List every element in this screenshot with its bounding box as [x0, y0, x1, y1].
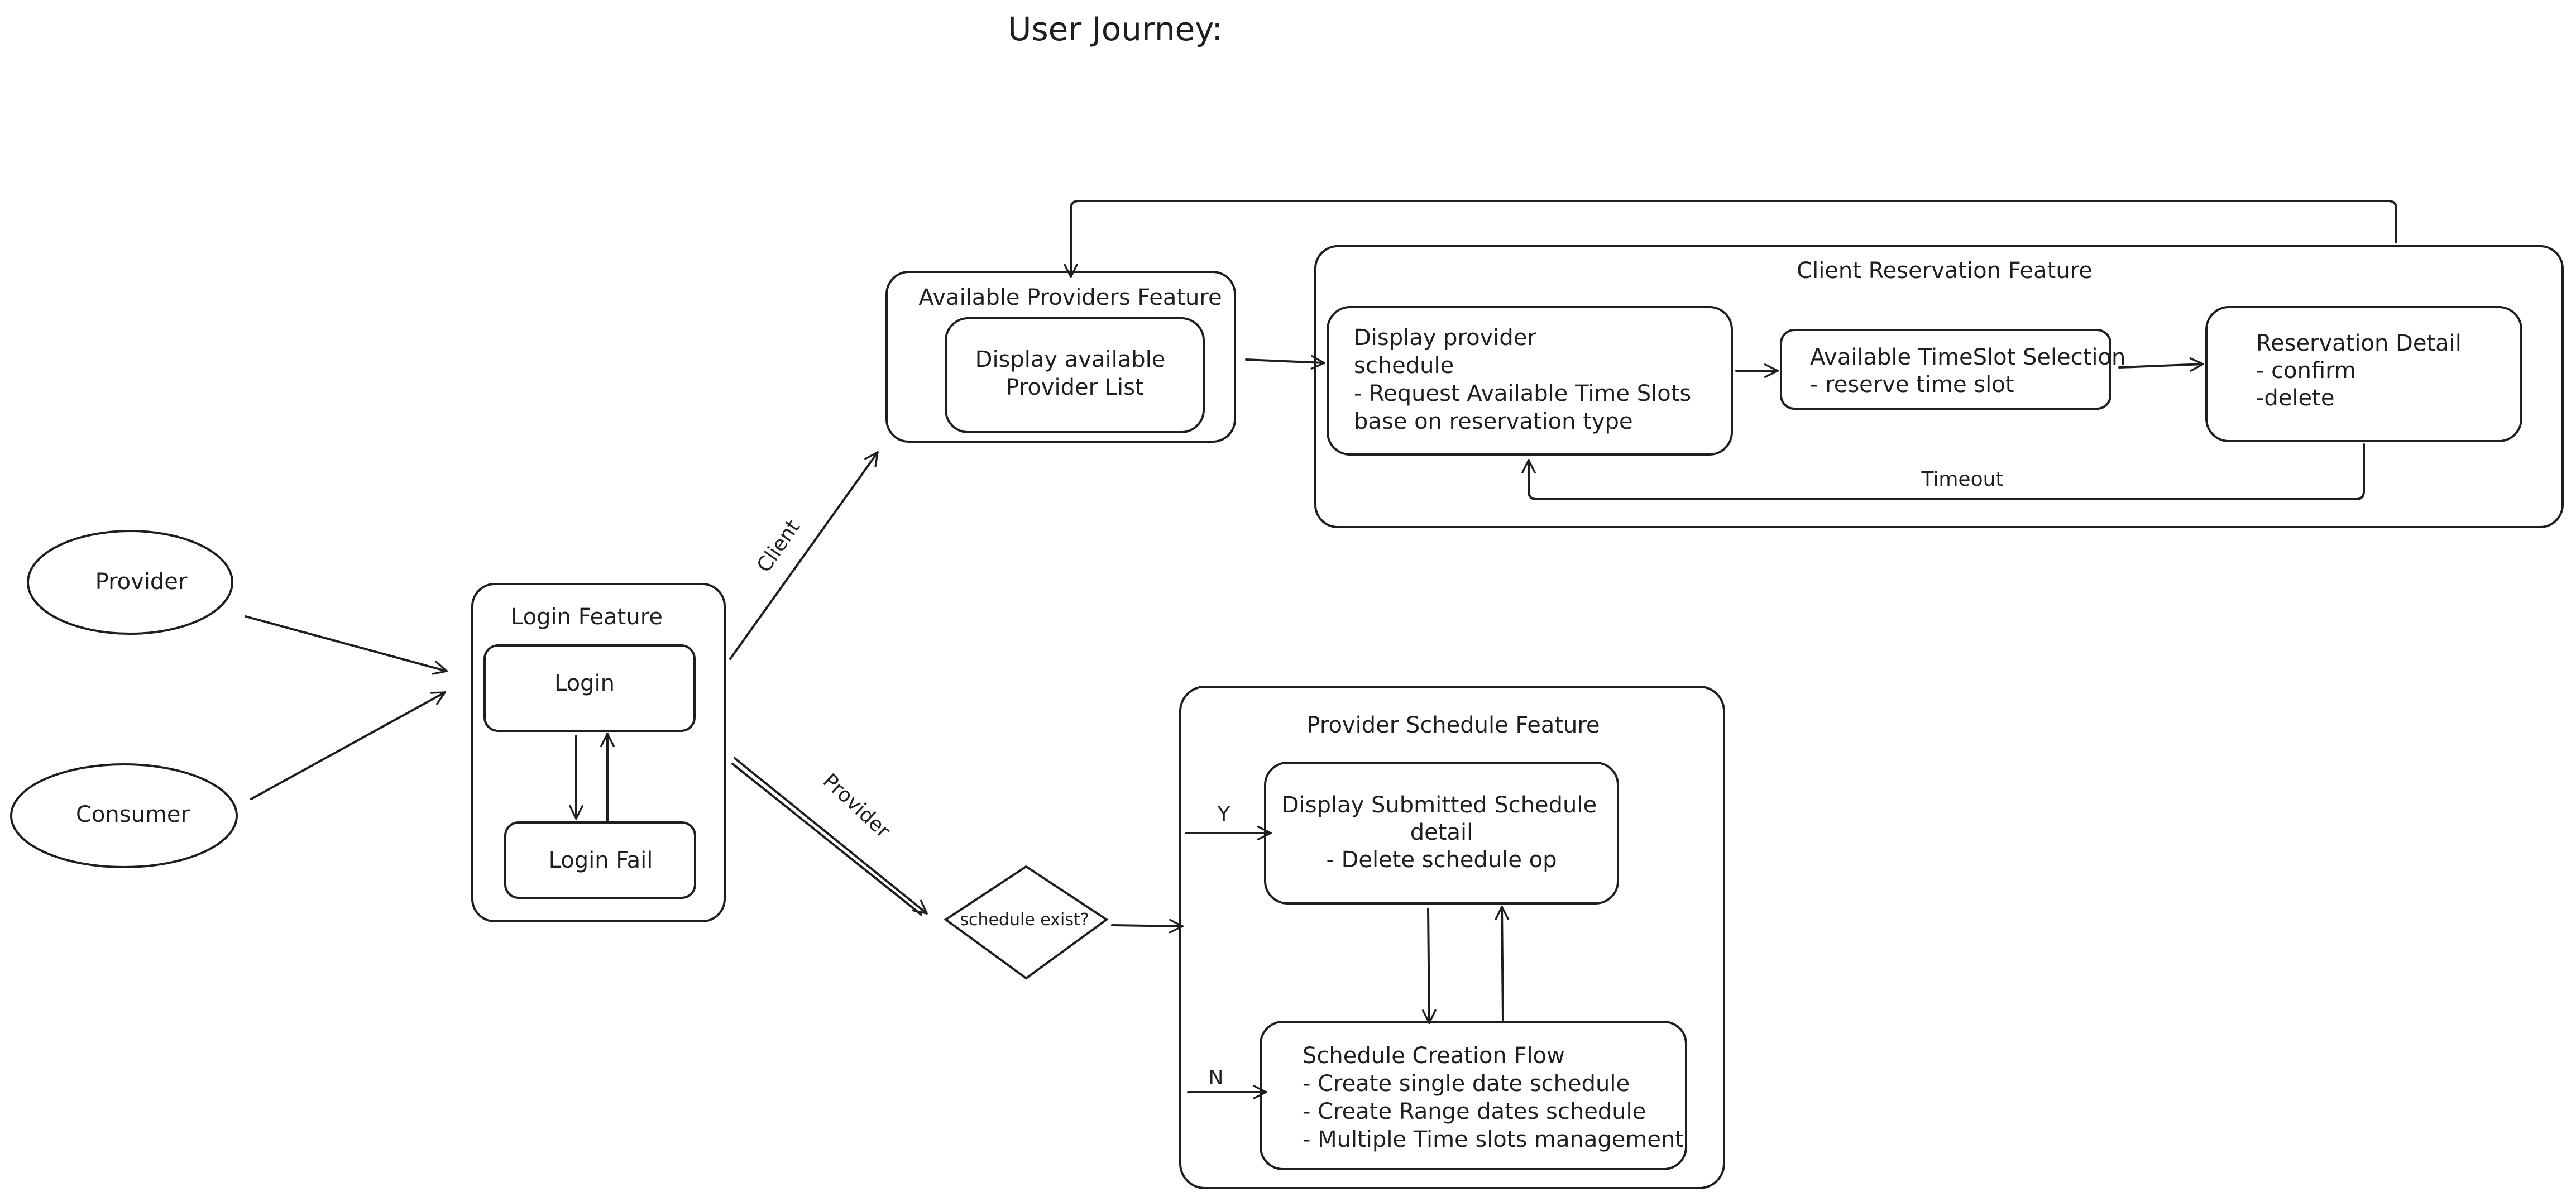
schedule-display-line-4: base on reservation type	[1354, 409, 1633, 434]
edge-timeout-loop	[1521, 443, 2365, 500]
reservation-detail-line-3: -delete	[2256, 385, 2334, 411]
available-providers-title: Available Providers Feature	[918, 285, 1222, 310]
reservation-detail-node	[2205, 306, 2522, 442]
login-fail-node-label: Login Fail	[549, 848, 653, 873]
available-providers-group	[885, 271, 1236, 443]
edge-provider-to-login	[245, 615, 448, 675]
edge-yes-label: Y	[1217, 803, 1230, 826]
schedule-creation-line-1: Schedule Creation Flow	[1303, 1043, 1565, 1069]
login-feature-group	[471, 583, 726, 922]
provider-list-line-1: Display available	[975, 347, 1166, 372]
provider-schedule-title: Provider Schedule Feature	[1306, 712, 1600, 738]
timeout-label: Timeout	[1921, 468, 2003, 491]
reservation-detail-line-1: Reservation Detail	[2256, 331, 2462, 356]
provider-schedule-group	[1179, 686, 1725, 1189]
timeslot-line-1: Available TimeSlot Selection	[1810, 344, 2125, 370]
provider-actor	[27, 530, 233, 635]
edge-login-to-decision-double	[731, 763, 922, 916]
schedule-exist-decision	[944, 865, 1109, 980]
consumer-actor	[10, 763, 238, 868]
schedule-creation-line-4: - Multiple Time slots management	[1303, 1127, 1684, 1152]
schedule-display-line-2: schedule	[1354, 353, 1454, 379]
edge-login-to-decision	[734, 757, 928, 915]
schedule-exist-label: schedule exist?	[960, 910, 1089, 930]
submitted-schedule-line-3: - Delete schedule op	[1326, 847, 1557, 873]
login-node-label: Login	[554, 671, 615, 696]
provider-list-node	[945, 317, 1205, 433]
edge-provider-label: Provider	[818, 769, 895, 843]
schedule-display-line-3: - Request Available Time Slots	[1354, 381, 1691, 406]
client-reservation-title: Client Reservation Feature	[1797, 258, 2093, 284]
edge-creation-to-submitted	[1495, 906, 1510, 1021]
provider-actor-label: Provider	[95, 569, 188, 595]
submitted-schedule-line-2: detail	[1410, 820, 1473, 845]
edge-return-to-providers	[1064, 200, 2397, 278]
edge-consumer-to-login	[250, 691, 446, 800]
provider-schedule-display-node	[1327, 306, 1733, 456]
login-feature-title: Login Feature	[511, 604, 663, 630]
login-node	[483, 644, 696, 732]
submitted-schedule-line-1: Display Submitted Schedule	[1282, 792, 1597, 818]
timeslot-selection-node	[1780, 329, 2111, 410]
schedule-creation-line-2: - Create single date schedule	[1303, 1071, 1630, 1097]
schedule-creation-line-3: - Create Range dates schedule	[1303, 1099, 1646, 1125]
schedule-display-line-1: Display provider	[1354, 325, 1536, 351]
login-fail-node	[504, 821, 696, 899]
edge-login-to-available-providers	[729, 451, 879, 660]
edge-decision-to-schedule-group	[1111, 918, 1184, 934]
page-title: User Journey:	[1008, 10, 1223, 48]
edge-providers-to-reservation	[1245, 355, 1325, 370]
edge-no-label: N	[1209, 1066, 1224, 1089]
edge-timeslot-to-detail	[2118, 357, 2204, 372]
provider-list-line-2: Provider List	[1005, 375, 1143, 400]
client-reservation-group	[1314, 245, 2564, 528]
reservation-detail-line-2: - confirm	[2256, 358, 2356, 384]
edge-submitted-to-creation	[1421, 908, 1437, 1024]
consumer-actor-label: Consumer	[76, 802, 190, 827]
timeslot-line-2: - reserve time slot	[1810, 372, 2014, 398]
edge-client-label: Client	[753, 516, 805, 577]
